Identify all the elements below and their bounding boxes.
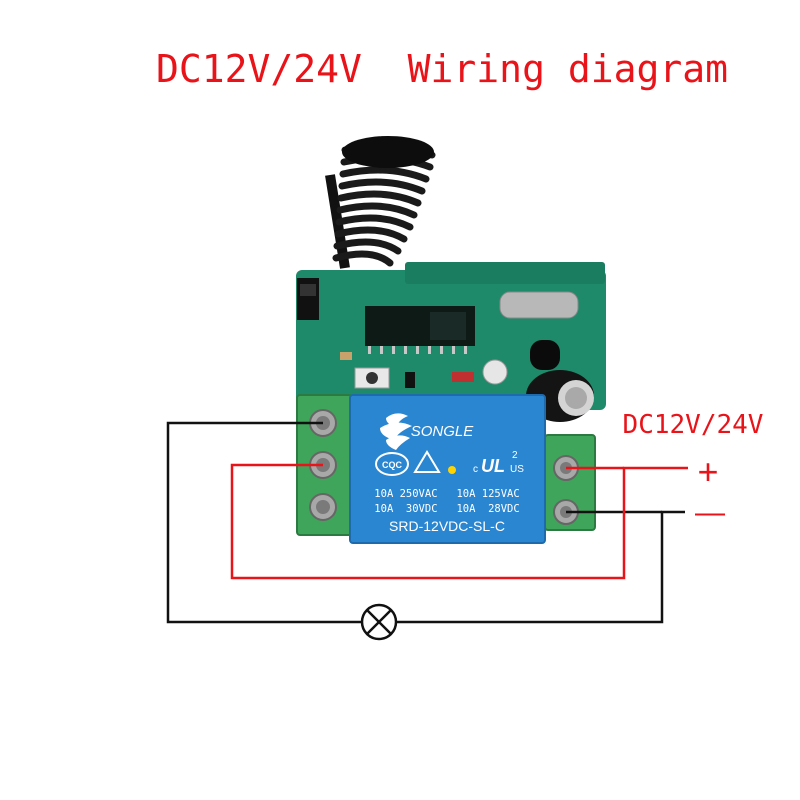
relay-model: SRD-12VDC-SL-C: [389, 518, 505, 534]
songle-logo-icon: [380, 413, 412, 450]
relay-rating-ac: 10A 250VAC 10A 125VAC: [374, 488, 519, 500]
cqc-mark-icon: CQC: [375, 452, 409, 476]
svg-text:2: 2: [512, 450, 518, 461]
power-supply-label: DC12V/24V: [623, 410, 764, 440]
black-wire: [166, 421, 685, 624]
svg-text:c: c: [473, 464, 478, 475]
diagram-title: DC12V/24V Wiring diagram: [156, 47, 728, 91]
indicator-dot: [448, 466, 456, 474]
culus-mark-icon: c UL 2 US: [473, 450, 524, 476]
power-terminal-block: [544, 434, 596, 531]
relay-rating-dc: 10A 30VDC 10A 28VDC: [374, 503, 519, 515]
antenna-icon: [325, 136, 436, 269]
warning-triangle-icon: [413, 450, 441, 473]
lamp-icon: [360, 603, 398, 641]
red-wire: [230, 463, 688, 580]
minus-sign: —: [695, 496, 725, 529]
svg-text:US: US: [510, 464, 524, 475]
relay: SONGLE CQC c UL 2 US 10A 250VAC 10A 125V…: [349, 394, 546, 544]
relay-brand: SONGLE: [411, 423, 475, 440]
terminal-screw-nc: [309, 493, 337, 521]
svg-text:UL: UL: [481, 456, 505, 476]
receiver-pcb: [296, 262, 606, 422]
plus-sign: +: [697, 451, 718, 492]
svg-text:CQC: CQC: [382, 460, 403, 470]
